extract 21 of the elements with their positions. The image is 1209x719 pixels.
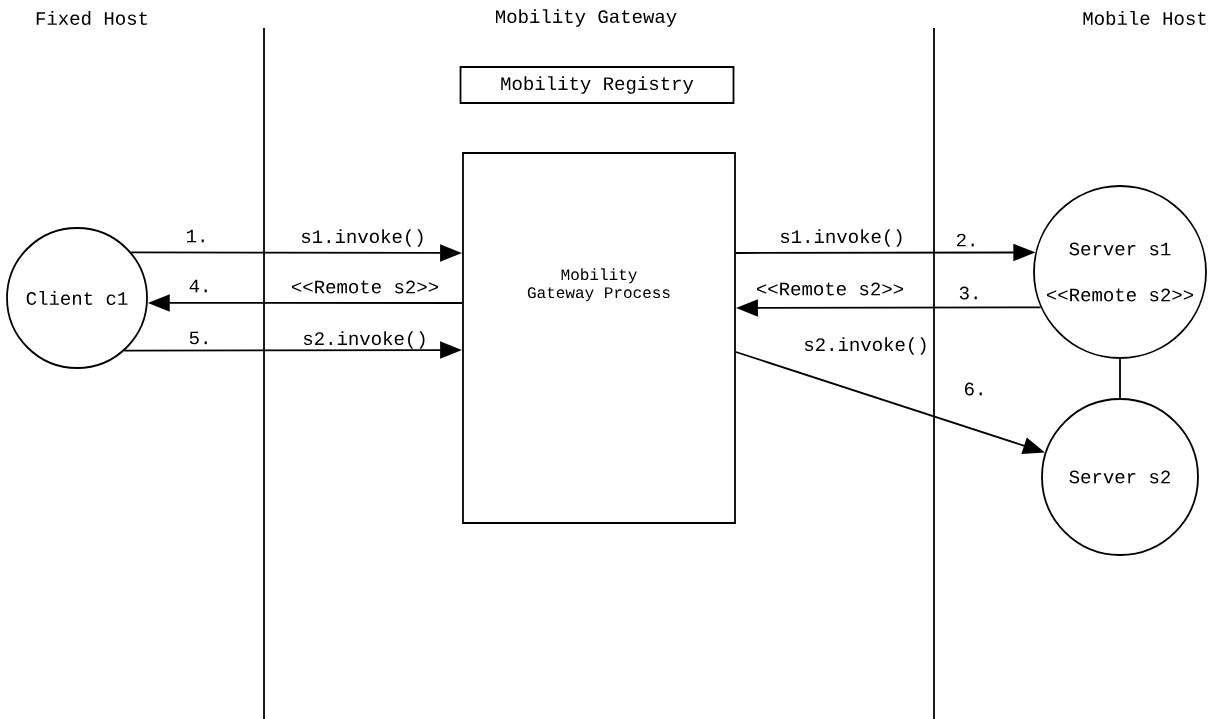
lane-heading: Mobile Host [1083,11,1206,25]
edge-label: s2.invoke() [303,331,425,349]
edge-label: s2.invoke() [804,337,926,355]
edge-label: s1.invoke() [780,229,902,247]
step-number: 3. [959,286,977,300]
step-number: 5. [189,331,207,345]
edge-label: s1.invoke() [301,229,423,247]
circle-node: Server s1 <<Remote s2>> [1033,185,1207,359]
step-number: 6. [965,382,982,396]
process-box: Mobility Registry [459,66,735,104]
edge-label: <<Remote s2>> [756,282,903,296]
step-number: 4. [189,279,207,293]
process-box: Mobility Gateway Process [462,152,736,524]
connector-line [1119,358,1121,399]
step-number: 2. [956,233,974,247]
circle-node: Client c1 [6,227,148,369]
step-number: 1. [187,229,204,243]
circle-node: Server s2 [1041,398,1199,556]
lane-heading: Fixed Host [36,11,148,25]
edge-label: <<Remote s2>> [291,280,438,294]
lane-heading: Mobility Gateway [496,9,677,27]
